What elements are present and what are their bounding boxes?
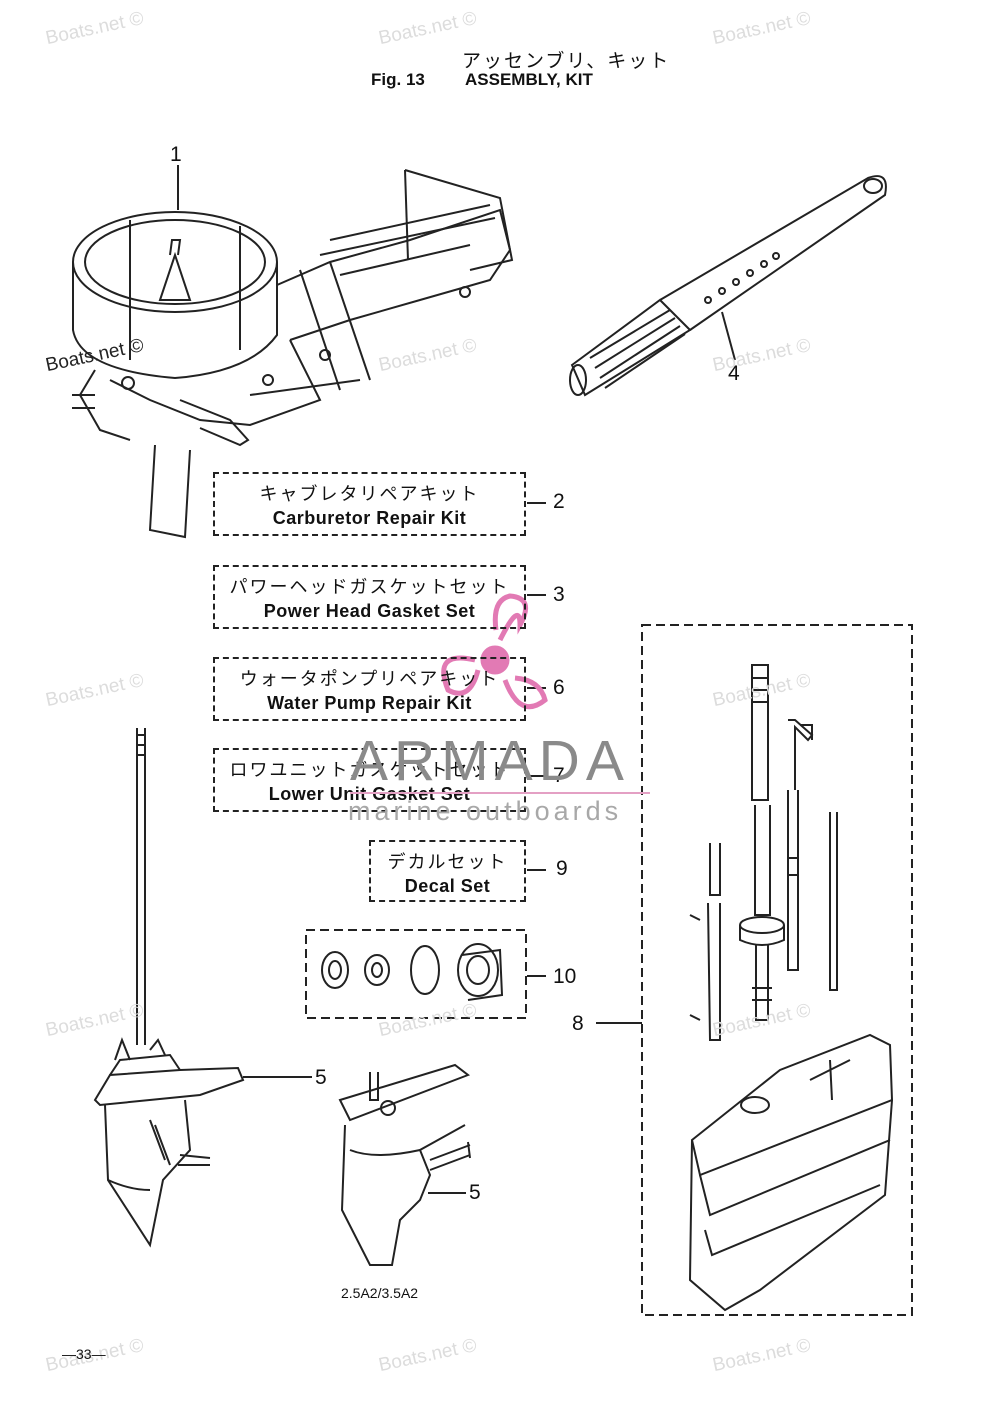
callout-6: 6 [553, 676, 565, 699]
callout-1: 1 [170, 143, 182, 166]
kit-en-label: Water Pump Repair Kit [267, 693, 472, 713]
lower-unit-left-drawing [93, 728, 245, 1248]
kit-en-label: Carburetor Repair Kit [272, 508, 467, 528]
callout-5-left: 5 [315, 1066, 327, 1089]
driveshaft-housing-drawing [688, 664, 894, 1312]
kit-jp-label: ウォータポンプリペアキット [239, 669, 500, 689]
kit-box-carburetor: キャブレタリペアキット Carburetor Repair Kit [213, 472, 526, 536]
lower-unit-right-drawing [338, 1063, 471, 1266]
kit-jp-label: パワーヘッドガスケットセット [229, 577, 510, 597]
tiller-handle-drawing [569, 175, 887, 397]
kit-box-power-head-gasket: パワーヘッドガスケットセット Power Head Gasket Set [213, 565, 526, 629]
kit-jp-label: デカルセット [387, 852, 508, 872]
brand-divider [350, 792, 650, 794]
callout-9: 9 [556, 857, 568, 880]
power-head-drawing [72, 169, 514, 539]
callout-8: 8 [572, 1012, 584, 1035]
callout-3: 3 [553, 583, 565, 606]
kit-jp-label: ロワユニットガスケットセット [229, 760, 510, 780]
page-number: —33— [62, 1346, 106, 1362]
kit-en-label: Decal Set [404, 876, 491, 896]
kit-en-label: Lower Unit Gasket Set [268, 784, 471, 804]
water-pump-parts-drawing [321, 943, 504, 1001]
callout-5-right: 5 [469, 1181, 481, 1204]
brand-name: ARMADA [350, 729, 630, 793]
kit-box-decal-set: デカルセット Decal Set [369, 840, 526, 902]
callout-4: 4 [728, 362, 740, 385]
callout-10: 10 [553, 965, 577, 988]
kit-jp-label: キャブレタリペアキット [259, 484, 480, 504]
brand-tagline: marine outboards [348, 796, 623, 826]
model-label: 2.5A2/3.5A2 [341, 1285, 419, 1301]
title-japanese: アッセンブリ、キット [462, 51, 671, 72]
callout-2: 2 [553, 490, 565, 513]
kit-en-label: Power Head Gasket Set [263, 601, 476, 621]
kit-box-water-pump: ウォータポンプリペアキット Water Pump Repair Kit [213, 657, 526, 721]
figure-title: ASSEMBLY, KIT [465, 70, 593, 89]
callout-7: 7 [553, 764, 565, 787]
kit-box-lower-unit-gasket: ロワユニットガスケットセット Lower Unit Gasket Set [213, 748, 526, 812]
figure-label: Fig. 13 [371, 70, 425, 89]
